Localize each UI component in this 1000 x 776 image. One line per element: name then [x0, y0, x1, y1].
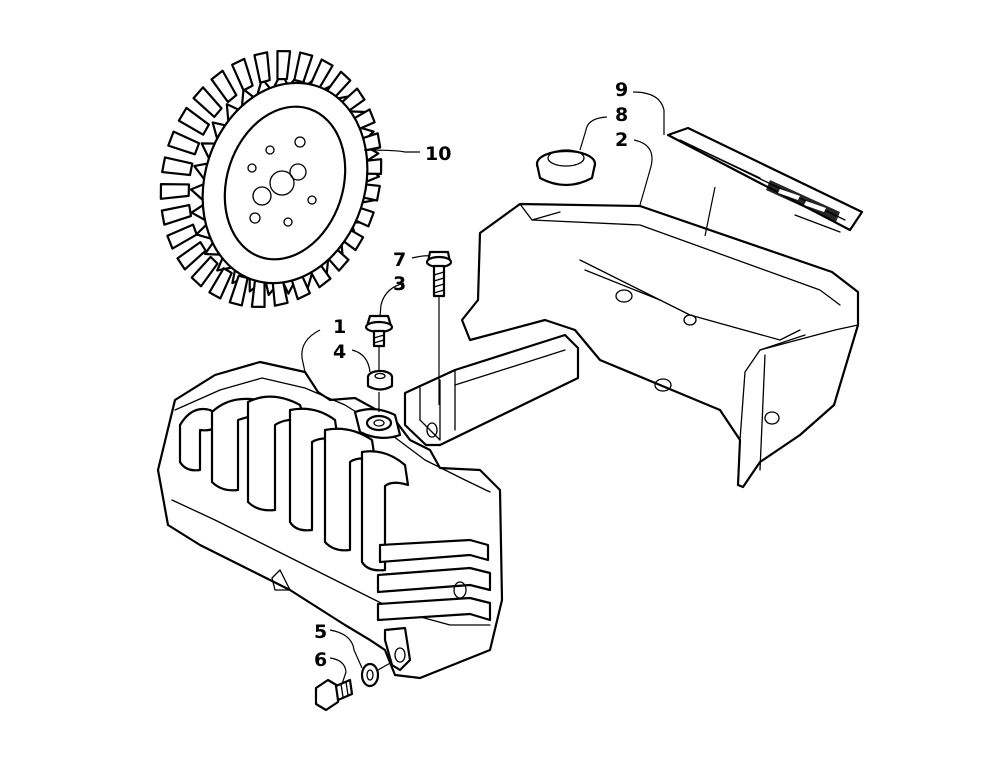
leader-lines: [301, 91, 716, 685]
callout-5: 5: [314, 621, 327, 643]
callout-labels: 1 2 3 4 5 6 7 8 9 10: [314, 79, 628, 671]
bolt-3: [364, 314, 394, 372]
callout-6: 6: [314, 649, 327, 671]
front-shroud: [156, 360, 504, 680]
callout-3: 3: [393, 273, 406, 295]
fan-fin: [228, 274, 249, 307]
bolt-6: [314, 678, 354, 712]
callout-2: 2: [615, 129, 628, 151]
fan-fin: [161, 156, 194, 177]
fan-fin: [208, 267, 233, 300]
grommet: [535, 149, 597, 187]
fan-fin: [176, 241, 207, 271]
fan-fin: [192, 86, 223, 119]
flywheel-fan: [159, 50, 383, 308]
fan-fin: [293, 51, 314, 84]
callout-8: 8: [615, 104, 628, 126]
fan-fin: [276, 50, 292, 81]
fan-fin: [231, 57, 254, 92]
fan-fin: [166, 223, 198, 250]
rear-shroud: [403, 202, 860, 489]
fan-fin: [159, 183, 191, 200]
washer-5: [360, 661, 393, 688]
fan-fin: [210, 69, 238, 104]
callout-4: 4: [333, 341, 346, 363]
fan-tooth: [189, 183, 205, 201]
callout-7: 7: [393, 249, 406, 271]
fan-fin: [177, 106, 211, 136]
callout-1: 1: [333, 316, 346, 338]
fan-fin: [167, 130, 201, 156]
fan-fin: [253, 51, 271, 84]
screw-7: [425, 250, 453, 405]
callout-10: 10: [425, 143, 451, 165]
decal: [666, 126, 864, 233]
washer-4: [366, 369, 394, 412]
fan-fin: [160, 203, 193, 226]
fan-fin: [190, 255, 219, 288]
callout-9: 9: [615, 79, 628, 101]
